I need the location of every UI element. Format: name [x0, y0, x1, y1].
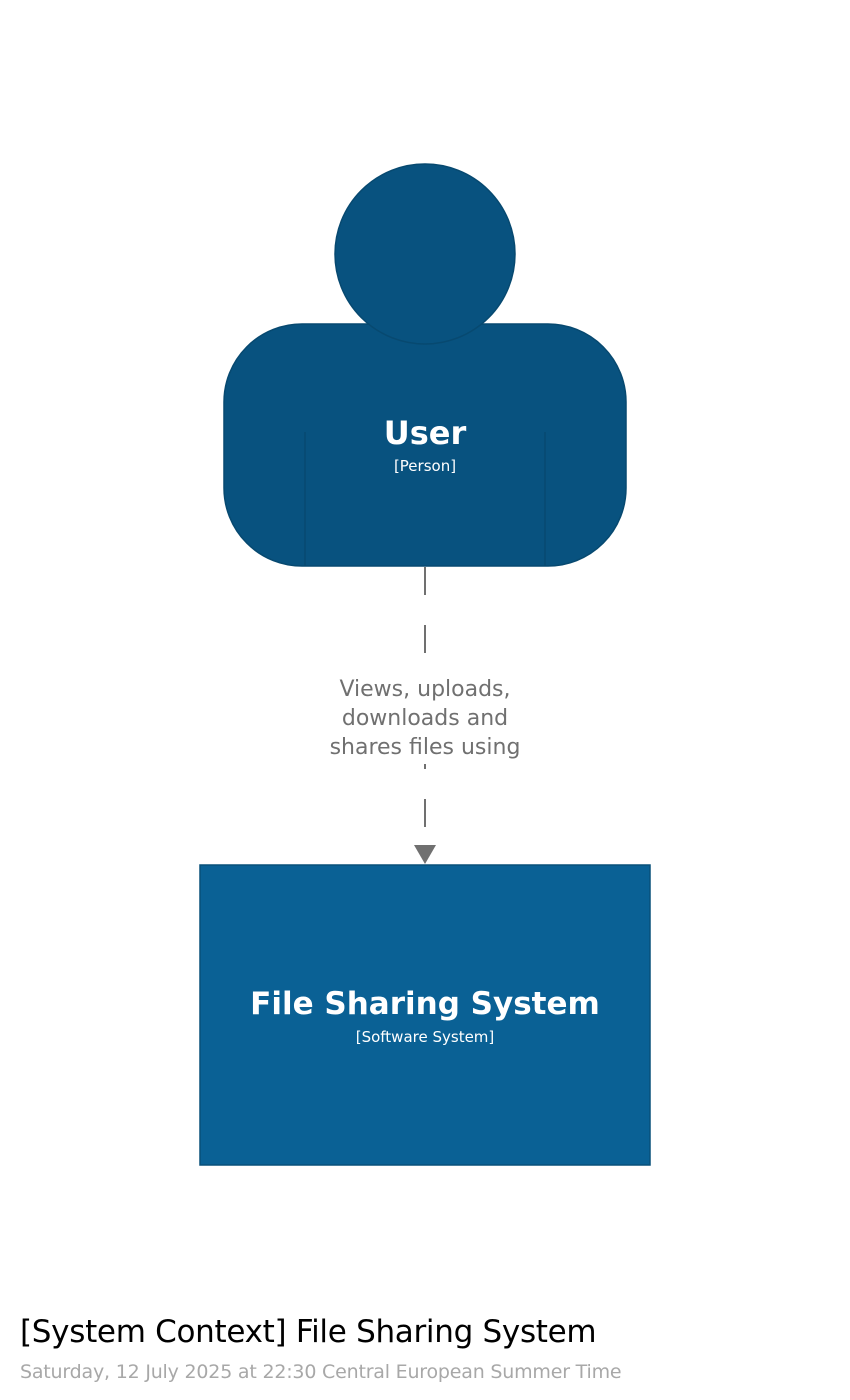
relationship-arrowhead	[414, 845, 436, 864]
diagram-title: [System Context] File Sharing System	[20, 1314, 597, 1350]
relationship-label-backdrop	[318, 668, 532, 764]
person-head	[334, 163, 516, 345]
diagram-timestamp: Saturday, 12 July 2025 at 22:30 Central …	[20, 1361, 622, 1383]
relationship-user-to-system[interactable]: Views, uploads, downloads and shares fil…	[318, 567, 532, 864]
software-system-file-sharing[interactable]: File Sharing System [Software System]	[199, 864, 651, 1166]
relationship-label-line-3: shares files using	[330, 735, 521, 760]
relationship-label-line-1: Views, uploads,	[339, 677, 510, 702]
person-user[interactable]: User [Person]	[223, 163, 627, 567]
software-system-name: File Sharing System	[250, 986, 600, 1022]
software-system-type: [Software System]	[356, 1028, 495, 1046]
person-type: [Person]	[394, 457, 456, 475]
software-system-box	[199, 864, 651, 1166]
person-name: User	[384, 414, 467, 452]
relationship-label-line-2: downloads and	[342, 706, 508, 731]
